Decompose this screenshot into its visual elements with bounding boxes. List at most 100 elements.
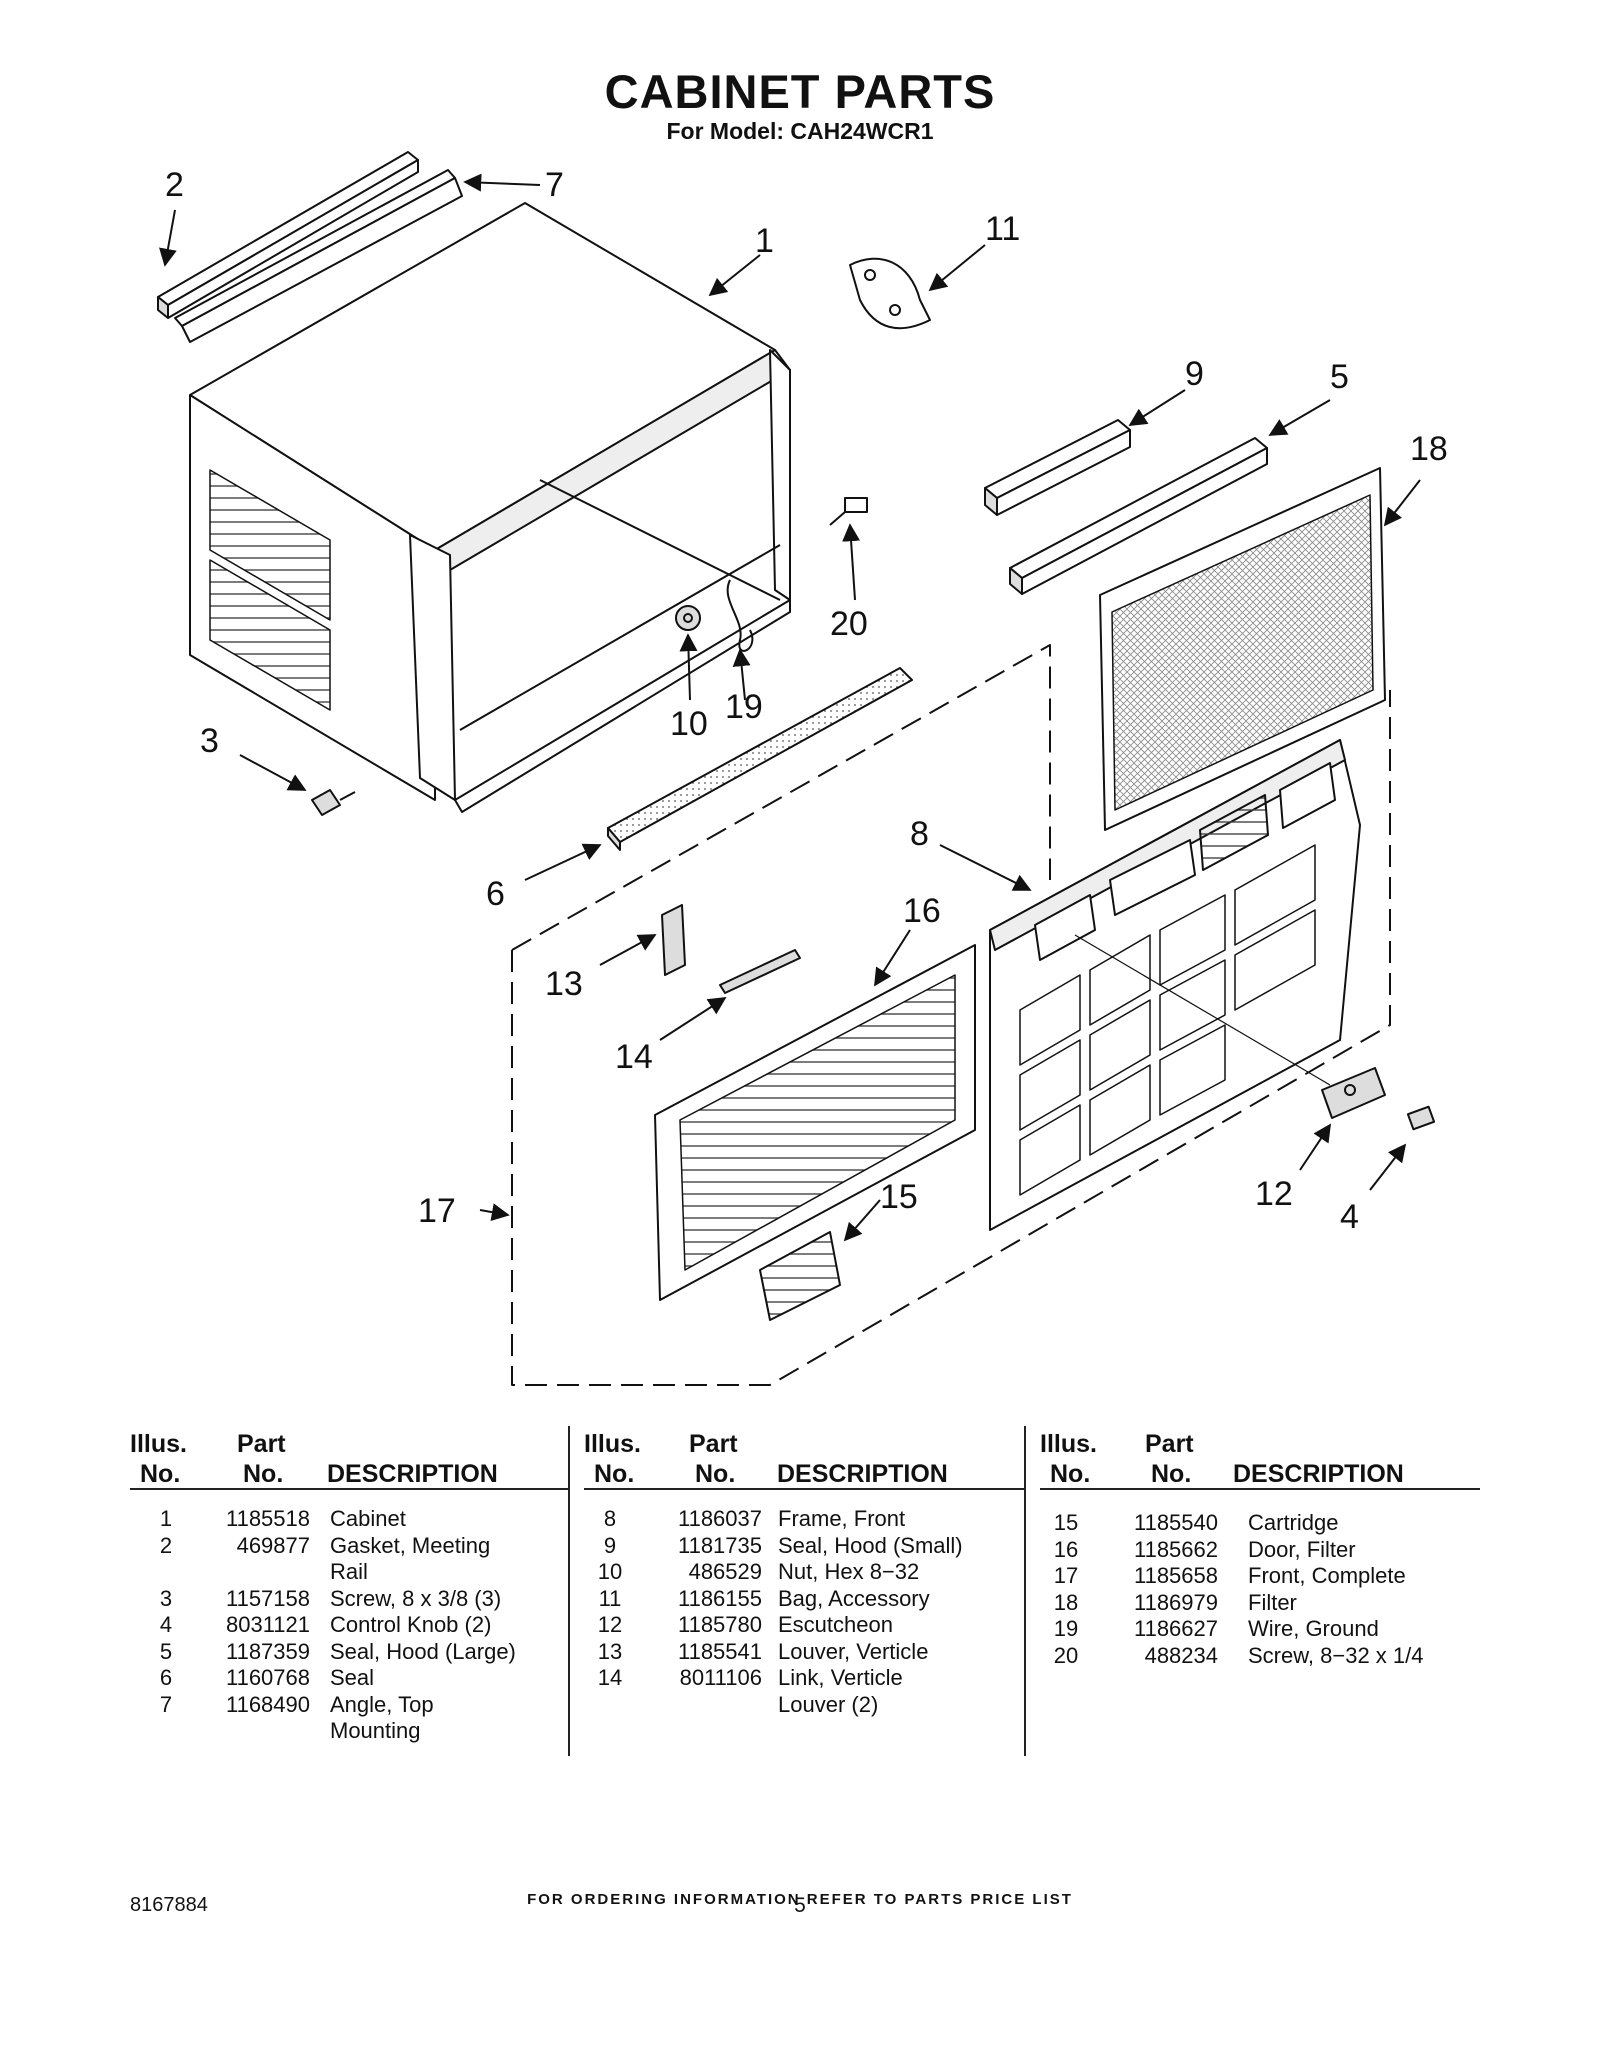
- illus-no: 3: [159, 1585, 173, 1611]
- filter-part: [1099, 467, 1386, 831]
- page-number: 5: [794, 1894, 806, 1917]
- exploded-parts-diagram: 2 7 1 11 9 5 18 20 10 19 3 6 8 16 13 14 …: [157, 151, 1448, 1386]
- gasket-meeting-rail-part: [157, 151, 419, 319]
- callout-9: 9: [1185, 355, 1204, 393]
- part-no: 1187359: [225, 1638, 310, 1664]
- part-no: 1186037: [677, 1506, 762, 1531]
- part-header: Part: [689, 1430, 738, 1458]
- part-no-header: No.: [1151, 1460, 1192, 1488]
- table-row: 8 1186037 Frame, Front: [584, 1506, 1024, 1533]
- description: Seal, Hood (Large): [330, 1638, 516, 1664]
- table-row: 3 1157158 Screw, 8 x 3/8 (3): [130, 1586, 570, 1613]
- table-row: Rail: [130, 1559, 570, 1586]
- part-no-header: No.: [695, 1460, 736, 1488]
- illus-no: 11: [598, 1585, 622, 1611]
- screw-8x3-8-part: [311, 789, 356, 816]
- part-no: 1185518: [225, 1506, 310, 1531]
- description-header: DESCRIPTION: [777, 1460, 948, 1488]
- illus-no: 16: [1053, 1536, 1079, 1562]
- illus-no: 13: [597, 1638, 623, 1664]
- front-complete-outline: [511, 644, 1051, 951]
- callout-2: 2: [165, 166, 184, 204]
- part-no: 8011106: [679, 1665, 762, 1690]
- link-verticle-louver-part: [719, 949, 801, 994]
- description: Link, Verticle: [778, 1665, 903, 1690]
- callout-4: 4: [1340, 1198, 1359, 1236]
- ordering-footer: FOR ORDERING INFORMATION REFER TO PARTS …: [527, 1891, 1073, 1908]
- page-title: CABINET PARTS: [604, 65, 996, 118]
- part-no: 1168490: [225, 1691, 310, 1717]
- front-complete-outline-bottom: [511, 690, 1391, 1386]
- illus-header: Illus.: [584, 1430, 641, 1458]
- description: Door, Filter: [1248, 1536, 1356, 1562]
- part-no: 1186627: [1133, 1616, 1218, 1641]
- table-row: 14 8011106 Link, Verticle: [584, 1665, 1024, 1692]
- part-no: 1186155: [677, 1585, 762, 1611]
- parts-table-column-2: Illus. No. Part No. DESCRIPTION 8 1186037…: [584, 1424, 1024, 1718]
- callout-14: 14: [615, 1038, 653, 1076]
- illus-no: 17: [1053, 1563, 1079, 1588]
- illus-header: Illus.: [1040, 1430, 1097, 1458]
- description: Seal, Hood (Small): [778, 1532, 963, 1558]
- callout-19: 19: [725, 688, 763, 726]
- callout-1: 1: [755, 222, 774, 260]
- description: Front, Complete: [1248, 1563, 1406, 1588]
- part-no: 486529: [688, 1559, 762, 1584]
- description: Angle, Top: [330, 1691, 434, 1717]
- illus-no: 15: [1053, 1510, 1079, 1535]
- callout-17: 17: [418, 1192, 456, 1230]
- description: Screw, 8 x 3/8 (3): [330, 1585, 502, 1611]
- illus-no: 14: [597, 1665, 623, 1690]
- hood-seal-large-part: [1009, 437, 1268, 595]
- part-no: 1157158: [225, 1585, 310, 1611]
- angle-top-mounting-part: [174, 169, 463, 343]
- part-no: 1186979: [1133, 1589, 1218, 1615]
- callout-10: 10: [670, 705, 708, 743]
- description: Control Knob (2): [330, 1612, 492, 1637]
- hex-nut-part: [675, 605, 701, 631]
- description: Bag, Accessory: [778, 1585, 930, 1611]
- model-subtitle: For Model: CAH24WCR1: [666, 118, 934, 144]
- part-no: 1160768: [225, 1665, 310, 1690]
- document-number: 8167884: [130, 1894, 208, 1916]
- control-knob-part: [1074, 934, 1436, 1131]
- table-header: Illus. No. Part No. DESCRIPTION: [1040, 1424, 1480, 1490]
- illus-no: 12: [597, 1612, 623, 1637]
- part-no: 1185780: [677, 1612, 762, 1637]
- part-no: 1185541: [677, 1638, 762, 1664]
- callout-18: 18: [1410, 430, 1448, 468]
- description: Screw, 8−32 x 1/4: [1248, 1642, 1424, 1668]
- table-header: Illus. No. Part No. DESCRIPTION: [584, 1424, 1024, 1490]
- callout-15: 15: [880, 1178, 918, 1216]
- illus-no: 2: [159, 1532, 173, 1558]
- illus-no-header: No.: [1050, 1460, 1091, 1488]
- illus-no: 4: [159, 1612, 173, 1637]
- illus-no-header: No.: [594, 1460, 635, 1488]
- part-header: Part: [1145, 1430, 1194, 1458]
- front-frame-part: [989, 739, 1361, 1231]
- ground-wire-part: [726, 579, 754, 652]
- illus-no: 20: [1053, 1642, 1079, 1668]
- description-header: DESCRIPTION: [1233, 1460, 1404, 1488]
- cartridge-part: [759, 1231, 841, 1321]
- louver-verticle-part: [661, 904, 686, 976]
- accessory-bag-part: [849, 257, 931, 330]
- illus-no: 8: [603, 1506, 617, 1531]
- table-divider: [568, 1426, 570, 1756]
- callout-7: 7: [545, 166, 564, 204]
- description: Louver, Verticle: [778, 1638, 929, 1664]
- illus-no: 19: [1053, 1616, 1079, 1641]
- description: Wire, Ground: [1248, 1616, 1379, 1641]
- description: Cartridge: [1248, 1510, 1339, 1535]
- description: Frame, Front: [778, 1506, 906, 1531]
